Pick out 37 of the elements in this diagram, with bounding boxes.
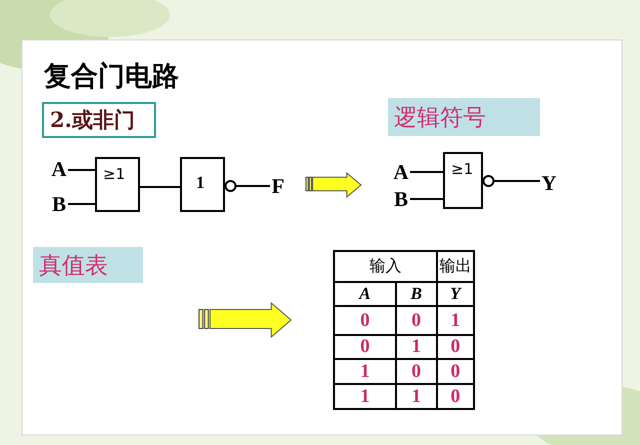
signal-label: A [50, 158, 68, 180]
table-cell: 1 [334, 359, 396, 384]
inverted-output-line [482, 175, 540, 187]
wire [68, 169, 95, 171]
table-cell: 0 [436, 384, 474, 409]
signal-label: B [50, 193, 68, 215]
signal-label: Y [540, 172, 558, 194]
table-cell: 1 [436, 306, 474, 335]
slide-title: 复合门电路 [44, 60, 179, 94]
gate-box: ≥1 [95, 157, 140, 212]
table-cell: 0 [334, 335, 396, 359]
heading-box: 逻辑符号 [388, 98, 540, 136]
table-cell: 1 [396, 335, 437, 359]
table-cell: A [334, 282, 396, 306]
heading-box: 真值表 [33, 247, 143, 283]
table-cell: 0 [396, 306, 437, 335]
inverted-output-line [224, 180, 270, 192]
signal-label: A [392, 161, 410, 183]
table-cell: 0 [436, 359, 474, 384]
wire [140, 186, 180, 188]
wire [410, 198, 443, 200]
table-cell: Y [436, 282, 474, 306]
signal-label: B [392, 188, 410, 210]
table-cell: 输入 [334, 251, 437, 282]
gate-box: ≥1 [443, 152, 483, 209]
table-cell: 0 [334, 306, 396, 335]
gate-box: 1 [180, 157, 225, 212]
table-cell: 0 [436, 335, 474, 359]
signal-label: F [270, 175, 286, 197]
table-cell: 0 [396, 359, 437, 384]
table-cell: B [396, 282, 437, 306]
wire [68, 203, 95, 205]
table-cell: 输出 [436, 251, 474, 282]
table-cell: 1 [396, 384, 437, 409]
wire [410, 171, 443, 173]
heading-box: 2.或非门 [42, 102, 156, 138]
table-cell: 1 [334, 384, 396, 409]
